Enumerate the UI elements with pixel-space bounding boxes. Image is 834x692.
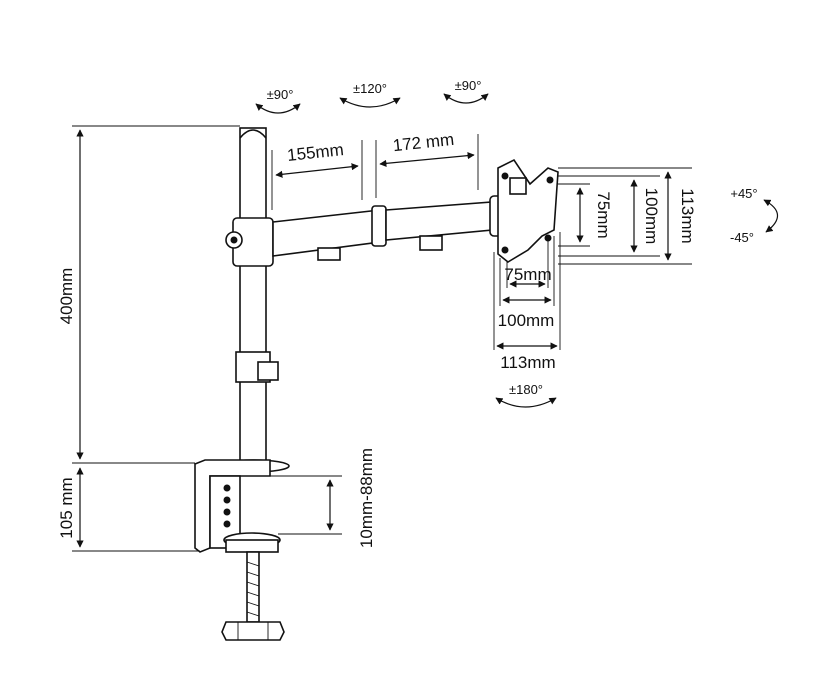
rotation-head-swivel: ±90° xyxy=(443,78,489,104)
desk-clamp xyxy=(194,459,290,641)
vesa-v-113-label: 113mm xyxy=(678,188,697,243)
vesa-v-100-label: 100mm xyxy=(642,188,661,245)
vesa-h-100-label: 100mm xyxy=(498,311,555,330)
vesa-vertical-dimensions: 75mm 100mm 113mm xyxy=(558,167,697,265)
pole-height-dimension: 400mm xyxy=(57,125,240,464)
desk-range-dimension: 10mm-88mm xyxy=(270,448,376,548)
rotation-arm-joint-2: ±120° xyxy=(339,81,401,108)
svg-text:+45°: +45° xyxy=(730,186,757,201)
rotation-arm-joint-1: ±90° xyxy=(255,87,301,114)
articulating-arm xyxy=(225,195,524,267)
svg-text:±90°: ±90° xyxy=(455,78,482,93)
rotation-tilt: +45° -45° xyxy=(730,186,779,245)
clamp-height-label: 105 mm xyxy=(57,477,76,538)
arm-segment-2-dimension: 172 mm xyxy=(375,130,479,198)
clamp-height-dimension: 105 mm xyxy=(57,467,200,552)
vesa-v-75-label: 75mm xyxy=(594,191,613,238)
svg-text:±90°: ±90° xyxy=(267,87,294,102)
pole-height-label: 400mm xyxy=(57,268,76,325)
pole xyxy=(235,127,279,467)
svg-text:-45°: -45° xyxy=(730,230,754,245)
svg-text:±180°: ±180° xyxy=(509,382,543,397)
vesa-horizontal-dimensions: 75mm 100mm 113mm xyxy=(493,232,561,372)
vesa-h-113-label: 113mm xyxy=(500,353,555,372)
arm-segment-1-dimension: 155mm xyxy=(271,140,363,210)
arm-segment-1-label: 155mm xyxy=(286,140,344,165)
vesa-plate xyxy=(497,158,559,263)
arm-segment-2-label: 172 mm xyxy=(392,130,455,155)
rotation-rotate: ±180° xyxy=(495,382,557,408)
svg-text:±120°: ±120° xyxy=(353,81,387,96)
vesa-h-75-label: 75mm xyxy=(504,265,551,284)
desk-range-label: 10mm-88mm xyxy=(357,448,376,548)
